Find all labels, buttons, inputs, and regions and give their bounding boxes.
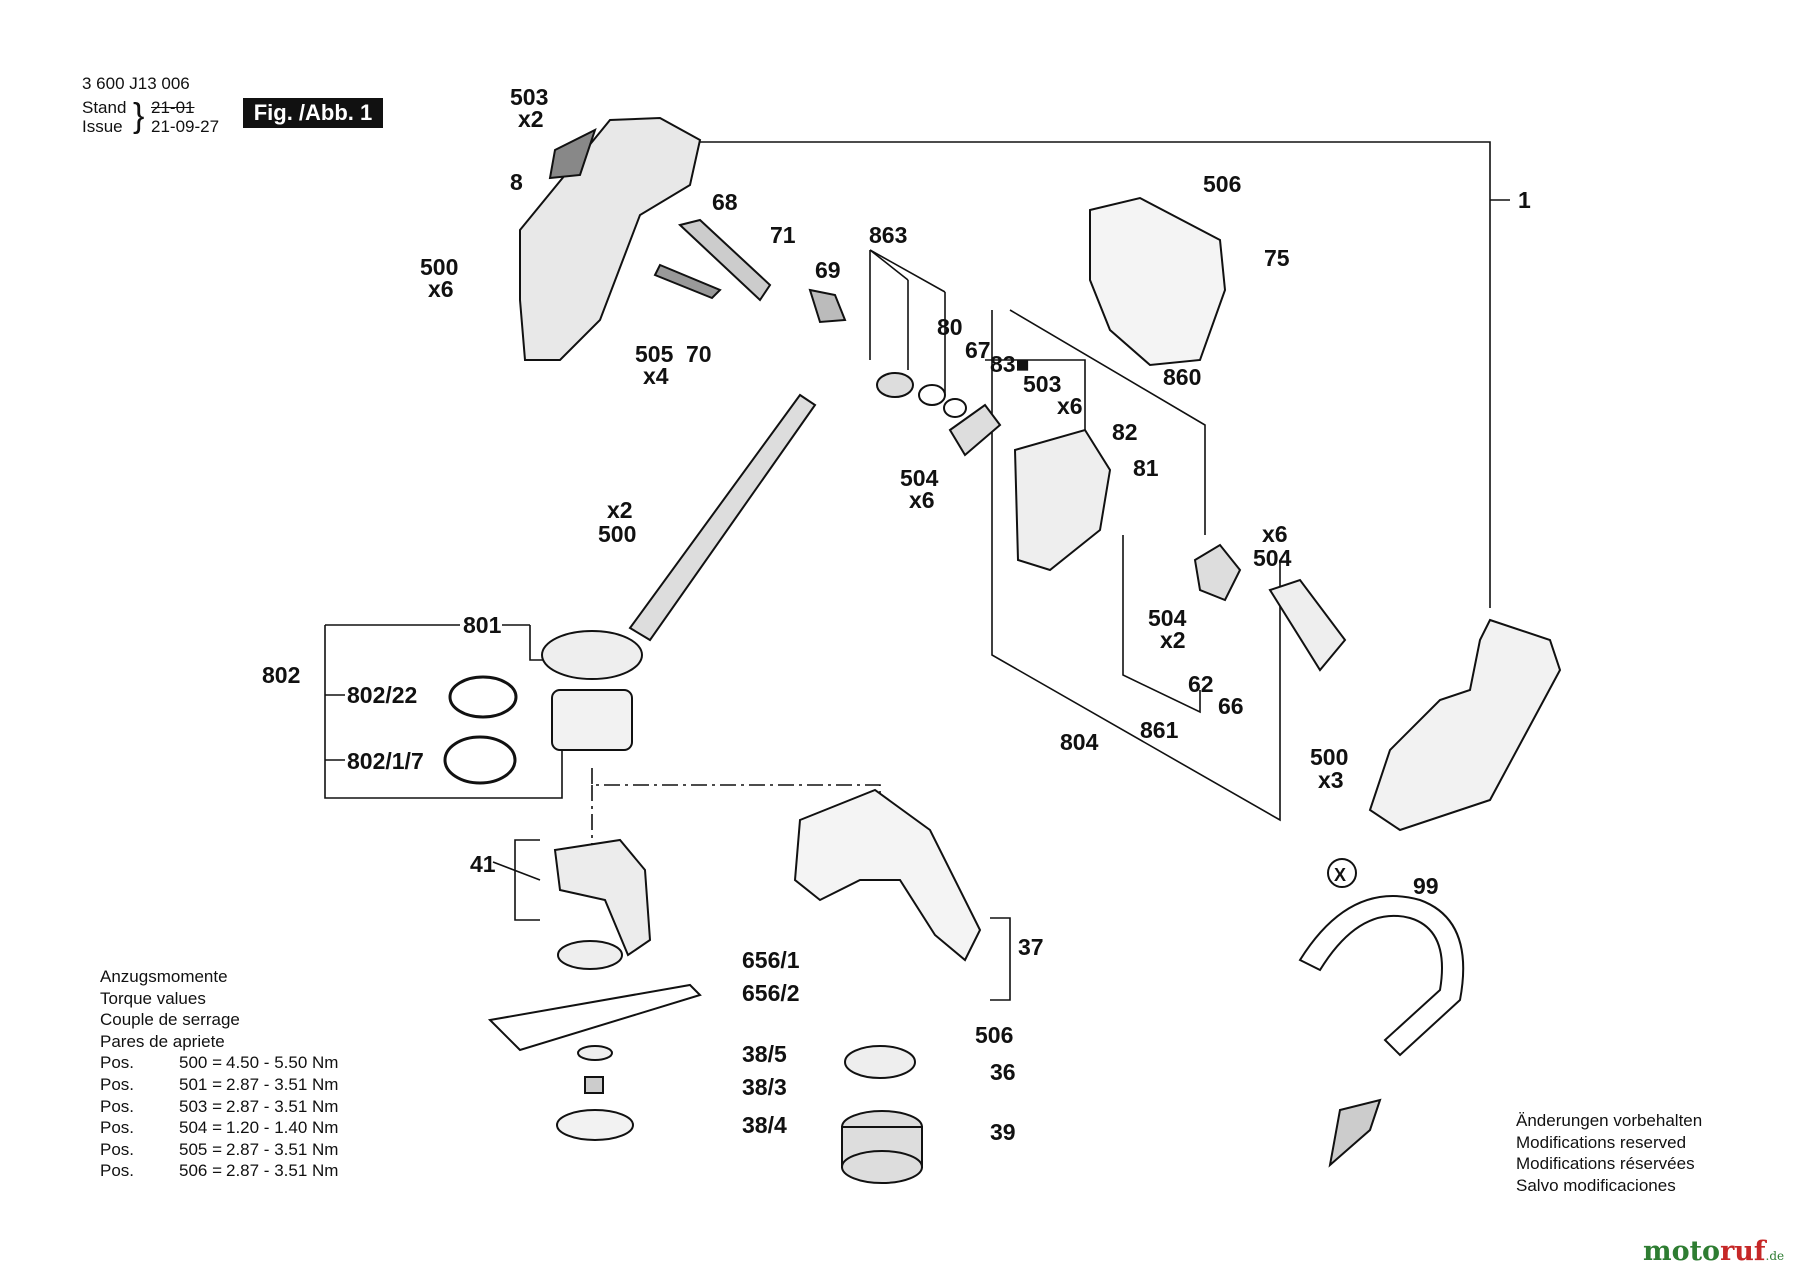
doc-number: 3 600 J13 006 xyxy=(82,74,190,93)
label-802-22: 802/22 xyxy=(347,682,417,708)
label-500-right: 500 xyxy=(1310,744,1348,770)
label-506-low: 506 xyxy=(975,1022,1013,1048)
label-69: 69 xyxy=(815,257,841,283)
label-82: 82 xyxy=(1112,419,1138,445)
label-500-mid: 500 xyxy=(598,521,636,547)
label-504-low: 504 xyxy=(1148,605,1187,631)
modifications-fr: Modifications réservées xyxy=(1516,1154,1695,1173)
label-75: 75 xyxy=(1264,245,1290,271)
label-x2-top: x2 xyxy=(518,106,544,132)
label-656-2: 656/2 xyxy=(742,980,800,1006)
label-503-top: 503 xyxy=(510,84,548,110)
label-863: 863 xyxy=(869,222,907,248)
label-x3: x3 xyxy=(1318,767,1344,793)
label-802: 802 xyxy=(262,662,300,688)
brand-watermark: motoruf.de xyxy=(1643,1236,1785,1267)
torque-title-fr: Couple de serrage xyxy=(100,1010,240,1030)
torque-row: Pos.505 =2.87 - 3.51 Nm xyxy=(100,1139,339,1159)
modifications-en: Modifications reserved xyxy=(1516,1132,1687,1152)
modifications-es: Salvo modificaciones xyxy=(1516,1175,1676,1195)
label-70: 70 xyxy=(686,341,712,367)
label-1: 1 xyxy=(1518,187,1531,213)
label-68: 68 xyxy=(712,189,738,215)
modifications-de: Änderungen vorbehalten xyxy=(1516,1111,1703,1130)
label-39: 39 xyxy=(990,1119,1016,1145)
label-67: 67 xyxy=(965,337,991,363)
label-506-top: 506 xyxy=(1203,171,1241,197)
label-861: 861 xyxy=(1140,717,1179,743)
torque-title-es: Pares de apriete xyxy=(100,1031,225,1051)
torque-row: Pos.506 =2.87 - 3.51 Nm xyxy=(100,1161,339,1181)
label-80: 80 xyxy=(937,314,963,340)
issue-value: 21-09-27 xyxy=(151,117,220,136)
label-656-1: 656/1 xyxy=(742,947,800,973)
label-36: 36 xyxy=(990,1059,1016,1085)
label-x6-mid: x6 xyxy=(1057,393,1083,419)
label-99: 99 xyxy=(1413,873,1439,899)
stand-value: 21-01 xyxy=(151,98,195,117)
torque-row: Pos.503 =2.87 - 3.51 Nm xyxy=(100,1096,339,1116)
label-503-mid: 503 xyxy=(1023,371,1061,397)
label-38-4: 38/4 xyxy=(742,1112,787,1138)
label-504-right: 504 xyxy=(1253,545,1292,571)
label-x4: x4 xyxy=(643,363,669,389)
brace: } xyxy=(133,97,145,135)
torque-title-de: Anzugsmomente xyxy=(100,967,228,986)
label-37: 37 xyxy=(1018,934,1044,960)
label-62: 62 xyxy=(1188,671,1214,697)
label-x6-504: x6 xyxy=(909,487,935,513)
torque-row: Pos.500 =4.50 - 5.50 Nm xyxy=(100,1053,339,1073)
torque-row: Pos.504 =1.20 - 1.40 Nm xyxy=(100,1118,339,1138)
label-802-1-7: 802/1/7 xyxy=(347,748,424,774)
label-500-left: 500 xyxy=(420,254,458,280)
label-41: 41 xyxy=(470,851,496,877)
label-38-5: 38/5 xyxy=(742,1041,787,1067)
label-38-3: 38/3 xyxy=(742,1074,787,1100)
label-505: 505 xyxy=(635,341,674,367)
label-8: 8 xyxy=(510,169,523,195)
label-83: 83■ xyxy=(990,351,1029,377)
label-801: 801 xyxy=(463,612,502,638)
issue-label: Issue xyxy=(82,117,123,136)
label-x6-left: x6 xyxy=(428,276,454,302)
label-860: 860 xyxy=(1163,364,1201,390)
label-x-mark: X xyxy=(1334,865,1346,885)
label-x2-mid: x2 xyxy=(607,497,633,523)
label-504-mid: 504 xyxy=(900,465,939,491)
label-804: 804 xyxy=(1060,729,1099,755)
label-66: 66 xyxy=(1218,693,1244,719)
torque-title-en: Torque values xyxy=(100,988,206,1008)
label-71: 71 xyxy=(770,222,796,248)
stand-label: Stand xyxy=(82,98,127,117)
torque-values-legend: Anzugsmomente Torque values Couple de se… xyxy=(100,966,338,1182)
torque-row: Pos.501 =2.87 - 3.51 Nm xyxy=(100,1074,339,1094)
label-x6-right: x6 xyxy=(1262,521,1288,547)
label-x2-low: x2 xyxy=(1160,627,1186,653)
modifications-note: Änderungen vorbehalten Modifications res… xyxy=(1516,1110,1702,1196)
label-81: 81 xyxy=(1133,455,1159,481)
figure-label: Fig. /Abb. 1 xyxy=(243,98,383,128)
